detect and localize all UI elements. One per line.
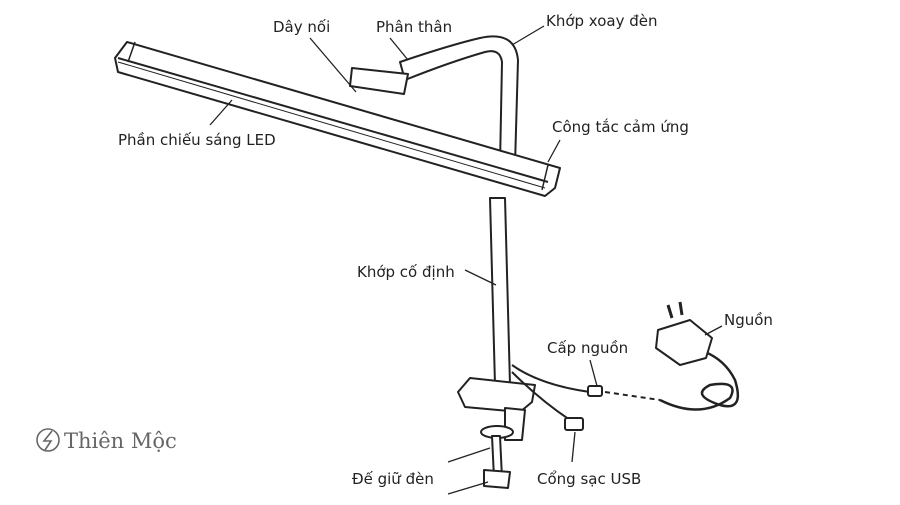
- label-cap-nguon: Cấp nguồn: [547, 339, 628, 357]
- lightning-circle-icon: [36, 428, 60, 452]
- label-de-giu-den: Đế giữ đèn: [352, 470, 434, 488]
- label-khop-xoay-den: Khớp xoay đèn: [546, 12, 658, 30]
- power-adapter: [655, 319, 713, 366]
- label-phan-than: Phân thân: [376, 18, 452, 36]
- logo-text: Thiên Mộc: [64, 429, 177, 453]
- label-cong-tac-cam-ung: Công tắc cảm ứng: [552, 118, 689, 136]
- lower-pole: [489, 197, 511, 386]
- clamp-base: [457, 377, 536, 413]
- usb-port: [564, 417, 584, 431]
- label-phan-chieu-sang-led: Phần chiếu sáng LED: [118, 131, 276, 149]
- label-khop-co-dinh: Khớp cố định: [357, 263, 455, 281]
- power-connector: [587, 385, 603, 397]
- led-bar: [114, 41, 561, 197]
- label-nguon: Nguồn: [724, 311, 773, 329]
- label-cong-sac-usb: Cổng sạc USB: [537, 470, 641, 488]
- head-plate: [349, 67, 409, 95]
- label-day-noi: Dây nối: [273, 18, 330, 36]
